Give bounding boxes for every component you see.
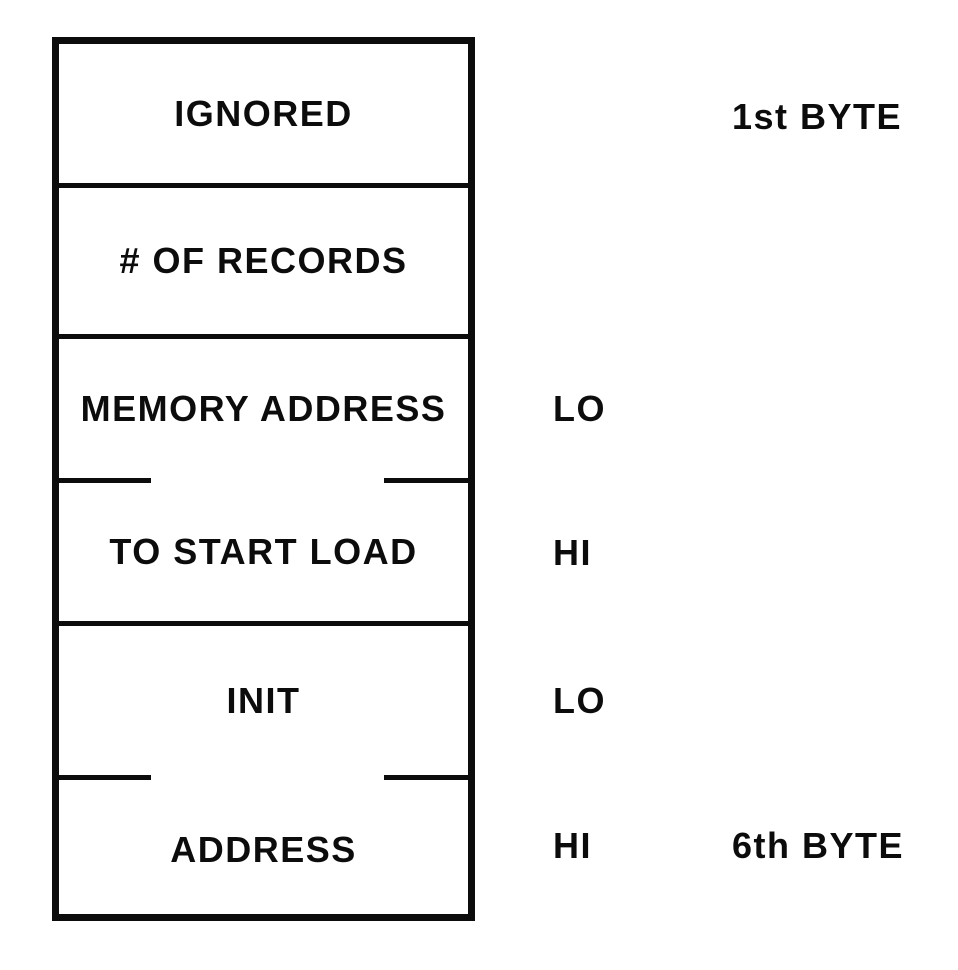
field-label-memory-address: MEMORY ADDRESS (80, 387, 447, 429)
field-row-init: INIT (59, 626, 468, 775)
divider-right-segment (384, 775, 468, 780)
hi-marker-address: HI (553, 825, 592, 866)
field-label-init: INIT (226, 679, 301, 721)
broken-field-divider (59, 775, 468, 780)
field-label-to-start-load: TO START LOAD (109, 531, 418, 572)
sixth-byte-marker: 6th BYTE (732, 825, 905, 866)
field-row-ignored: IGNORED (59, 44, 468, 183)
first-byte-marker: 1st BYTE (732, 96, 903, 137)
field-label-num-records: # OF RECORDS (119, 240, 408, 281)
hi-marker-to-start-load: HI (553, 532, 592, 573)
field-row-num-records: # OF RECORDS (59, 188, 468, 334)
field-divider (59, 334, 468, 339)
field-label-ignored: IGNORED (174, 92, 353, 134)
divider-left-segment (59, 478, 151, 483)
lo-marker-memory-address: LO (553, 388, 606, 429)
divider-left-segment (59, 775, 151, 780)
field-label-address: ADDRESS (170, 828, 357, 870)
field-divider (59, 621, 468, 626)
record-format-box: IGNORED # OF RECORDS MEMORY ADDRESS TO S… (52, 37, 475, 921)
lo-marker-init: LO (553, 680, 606, 721)
divider-right-segment (384, 478, 468, 483)
field-row-memory-address: MEMORY ADDRESS (59, 339, 468, 478)
broken-field-divider (59, 478, 468, 483)
field-row-address: ADDRESS (59, 780, 468, 919)
field-row-to-start-load: TO START LOAD (59, 483, 468, 621)
field-divider (59, 183, 468, 188)
